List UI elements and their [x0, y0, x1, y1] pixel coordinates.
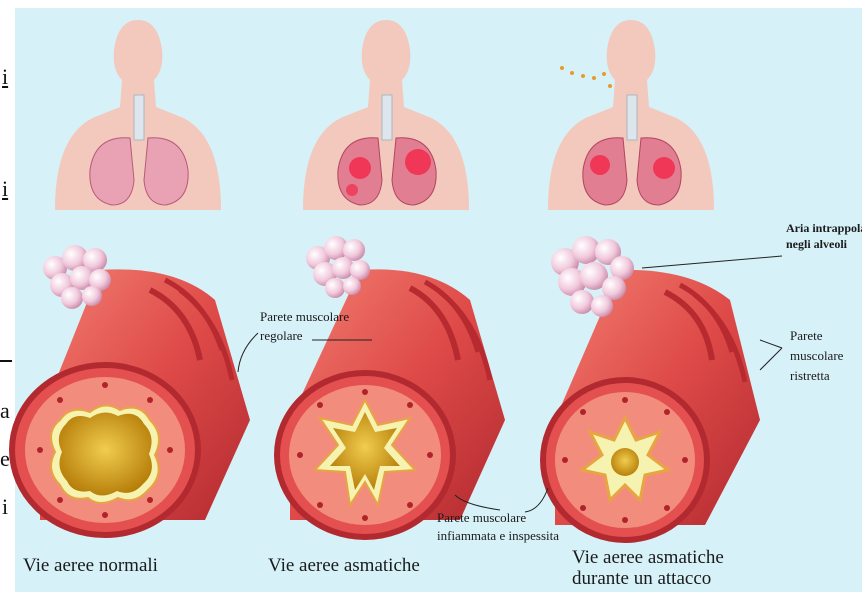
regular-wall-label-1: Parete muscolare: [260, 309, 349, 324]
label-attack-airways-1: Vie aeree asmatiche: [572, 547, 724, 568]
edge-rule: [0, 360, 12, 362]
inflamed-wall-label-1: Parete muscolare: [437, 510, 526, 525]
label-normal-airways: Vie aeree normali: [23, 555, 158, 576]
narrowed-wall-label-2: muscolare: [790, 348, 844, 363]
edge-char-3: a: [0, 398, 10, 424]
label-asthmatic-airways: Vie aeree asmatiche: [268, 555, 420, 576]
edge-char-1: i: [2, 64, 8, 90]
edge-char-5: i: [2, 494, 8, 520]
label-attack-airways-2: durante un attacco: [572, 568, 711, 589]
regular-wall-label-2: regolare: [260, 328, 303, 343]
trapped-air-label-1: Aria intrappolata: [786, 221, 862, 235]
trapped-air-label-2: negli alveoli: [786, 237, 848, 251]
edge-char-2: i: [2, 176, 8, 202]
narrowed-wall-label-3: ristretta: [790, 368, 830, 383]
edge-char-4: e: [0, 446, 10, 472]
inflamed-wall-label-2: infiammata e inspessita: [437, 528, 559, 543]
narrowed-wall-label-1: Parete: [790, 328, 823, 343]
